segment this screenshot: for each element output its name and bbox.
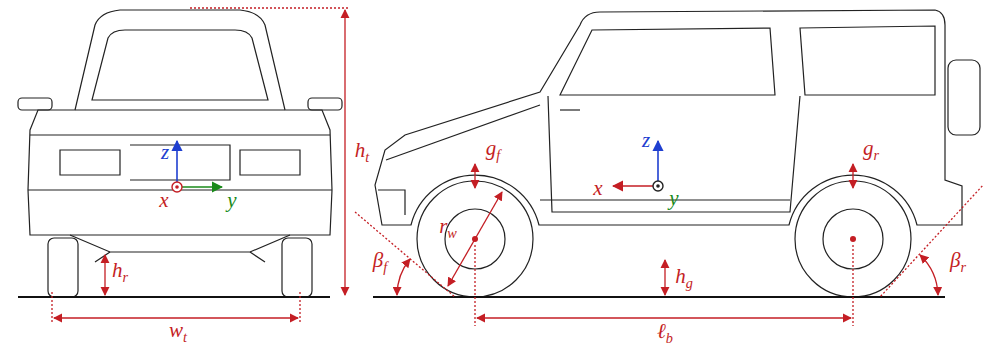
side-dimensions (355, 164, 983, 326)
subscript: t (365, 149, 369, 165)
symbol: β (373, 248, 383, 272)
subscript: t (183, 329, 187, 345)
symbol: z (161, 140, 169, 164)
subscript: f (496, 147, 500, 163)
dimension-label: hg (675, 266, 693, 290)
symbol: y (669, 186, 678, 210)
front-dimensions (52, 8, 350, 324)
dimension-label: hr (112, 260, 128, 284)
subscript: w (447, 225, 457, 241)
symbol: ℓ (657, 319, 666, 343)
axis-label: y (227, 190, 236, 211)
dimension-label: rw (439, 216, 457, 240)
angle-label: βf (373, 250, 387, 274)
dimension-label: ht (355, 140, 369, 164)
symbol: g (486, 136, 497, 160)
symbol: h (675, 264, 686, 288)
front-view (18, 10, 342, 297)
symbol: z (642, 128, 650, 152)
symbol: y (227, 188, 236, 212)
angle-label: βr (950, 250, 966, 274)
dimension-label: ℓb (657, 321, 673, 345)
symbol: h (112, 258, 123, 282)
dimension-label: gr (863, 138, 879, 162)
subscript: g (686, 275, 693, 291)
symbol: w (169, 318, 183, 342)
symbol: g (863, 136, 874, 160)
side-view (375, 10, 980, 297)
dimension-label: gf (486, 138, 500, 162)
symbol: r (439, 214, 447, 238)
subscript: r (122, 269, 128, 285)
subscript: r (960, 259, 966, 275)
symbol: β (950, 248, 960, 272)
symbol: x (593, 176, 602, 200)
axis-label: y (669, 188, 678, 209)
axis-label: z (161, 142, 169, 163)
axis-label: z (642, 130, 650, 151)
subscript: f (383, 259, 387, 275)
symbol: x (159, 188, 168, 212)
axis-label: x (159, 190, 168, 211)
dimension-label: wt (169, 320, 187, 344)
symbol: h (355, 138, 366, 162)
subscript: r (873, 147, 879, 163)
axis-label: x (593, 178, 602, 199)
subscript: b (666, 330, 673, 345)
